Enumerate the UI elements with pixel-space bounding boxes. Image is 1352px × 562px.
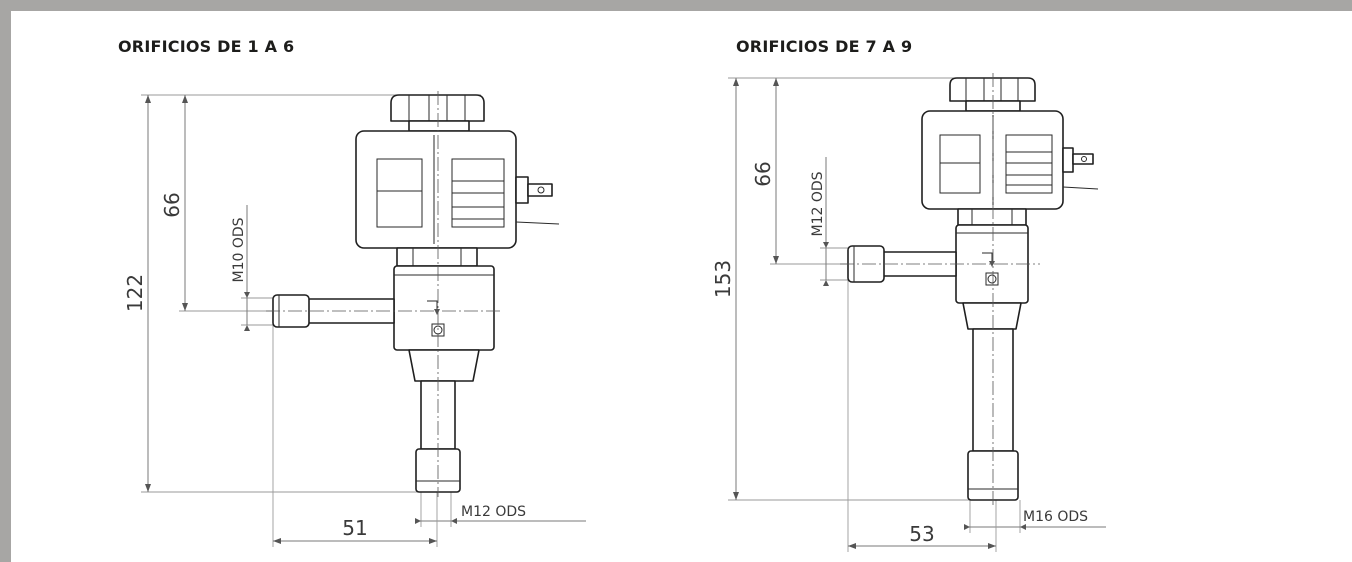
inlet-height-label: 66 xyxy=(751,161,775,186)
total-height-label: 122 xyxy=(123,274,147,312)
horizontal-offset-dimension: 51 xyxy=(272,325,438,547)
inlet-connection-label: M12 ODS xyxy=(810,171,826,236)
panel-title: ORIFICIOS DE 7 A 9 xyxy=(736,37,913,56)
outlet-connection-label: M12 ODS xyxy=(461,504,526,520)
inlet-connection-label: M10 ODS xyxy=(231,217,247,282)
panel-title: ORIFICIOS DE 1 A 6 xyxy=(118,37,295,56)
solenoid-valve-1-6 xyxy=(266,91,560,497)
solenoid-valve-7-9 xyxy=(840,73,1099,505)
inlet-connection-dimension: M10 ODS xyxy=(231,205,273,331)
inlet-height-label: 66 xyxy=(160,192,184,217)
horizontal-offset-label: 51 xyxy=(342,516,367,540)
horizontal-offset-dimension: 53 xyxy=(847,280,997,552)
total-height-dimension: 153 xyxy=(711,77,1020,501)
valve-drawing-7-9: 153 66 M12 ODS M16 ODS xyxy=(711,73,1106,552)
frame-top-border xyxy=(0,0,1352,11)
inlet-connection-dimension: M12 ODS xyxy=(810,157,848,286)
total-height-label: 153 xyxy=(711,260,735,298)
inlet-height-dimension: 66 xyxy=(160,95,273,312)
outlet-connection-dimension: M12 ODS xyxy=(415,492,586,527)
panel-orifices-7-9: ORIFICIOS DE 7 A 9 153 66 M12 ODS xyxy=(600,11,1352,562)
outlet-connection-label: M16 ODS xyxy=(1023,509,1088,525)
frame-left-border xyxy=(0,0,11,562)
valve-drawing-1-6: 122 66 M10 ODS M12 ODS xyxy=(123,91,586,547)
horizontal-offset-label: 53 xyxy=(909,522,934,546)
inlet-height-dimension: 66 xyxy=(751,78,848,265)
outlet-connection-dimension: M16 ODS xyxy=(964,500,1106,533)
panel-orifices-1-6: ORIFICIOS DE 1 A 6 122 66 M10 ODS xyxy=(11,11,600,562)
